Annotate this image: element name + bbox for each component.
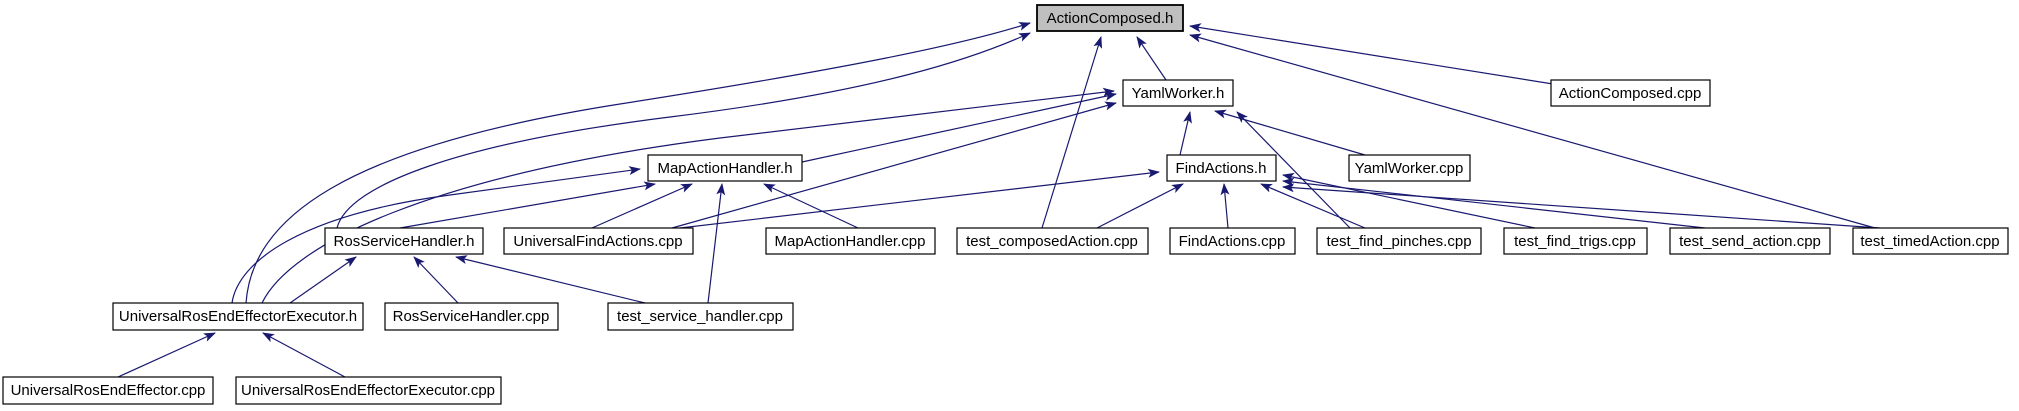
node-actioncomposed-cpp[interactable]: ActionComposed.cpp	[1550, 79, 1711, 107]
node-universalrosendeffectorexecutor-cpp[interactable]: UniversalRosEndEffectorExecutor.cpp	[235, 376, 502, 405]
node-mapactionhandler-cpp[interactable]: MapActionHandler.cpp	[765, 227, 936, 255]
edge-universalfindactions-cpp-to-findactions-h	[679, 168, 1160, 229]
node-label: FindActions.cpp	[1179, 233, 1286, 250]
node-label: UniversalRosEndEffectorExecutor.cpp	[241, 382, 495, 399]
edge-actioncomposed-cpp-to-actioncomposed-h	[1189, 23, 1554, 85]
edge-universalfindactions-cpp-to-yamlworker-h	[671, 101, 1117, 229]
node-label: UniversalRosEndEffector.cpp	[11, 382, 206, 399]
node-yamlworker-h[interactable]: YamlWorker.h	[1122, 79, 1234, 107]
node-label: RosServiceHandler.h	[334, 233, 475, 250]
node-label: test_find_pinches.cpp	[1326, 233, 1471, 250]
edge-universalfindactions-cpp-to-mapactionhandler-h	[591, 183, 693, 229]
node-label: RosServiceHandler.cpp	[393, 308, 550, 325]
node-actioncomposed-h[interactable]: ActionComposed.h	[1036, 4, 1184, 32]
node-label: MapActionHandler.cpp	[775, 233, 926, 250]
edge-test-find-pinches-cpp-to-yamlworker-h	[1236, 111, 1351, 229]
edge-rosservicehandler-h-to-actioncomposed-h	[336, 32, 1031, 229]
node-test-service-handler-cpp[interactable]: test_service_handler.cpp	[607, 302, 794, 331]
edge-rosservicehandler-h-to-mapactionhandler-h	[399, 181, 656, 229]
node-label: YamlWorker.h	[1132, 85, 1225, 102]
node-test-find-trigs-cpp[interactable]: test_find_trigs.cpp	[1503, 227, 1648, 255]
node-label: UniversalRosEndEffectorExecutor.h	[119, 308, 357, 325]
node-label: test_send_action.cpp	[1679, 233, 1821, 250]
edge-test-service-handler-cpp-to-mapactionhandler-h	[707, 183, 726, 304]
edge-test-timedaction-cpp-to-findactions-h	[1282, 183, 1881, 229]
edge-test-find-trigs-cpp-to-findactions-h	[1282, 172, 1536, 229]
edge-rosservicehandler-cpp-to-rosservicehandler-h	[413, 256, 459, 304]
node-mapactionhandler-h[interactable]: MapActionHandler.h	[647, 154, 803, 182]
node-test-find-pinches-cpp[interactable]: test_find_pinches.cpp	[1316, 227, 1482, 255]
node-label: MapActionHandler.h	[657, 160, 792, 177]
nodes: ActionComposed.h YamlWorker.h ActionComp…	[2, 4, 2009, 405]
node-findactions-cpp[interactable]: FindActions.cpp	[1169, 227, 1296, 255]
node-rosservicehandler-cpp[interactable]: RosServiceHandler.cpp	[384, 302, 559, 331]
node-label: YamlWorker.cpp	[1355, 160, 1464, 177]
node-universalrosendeffectorexecutor-h[interactable]: UniversalRosEndEffectorExecutor.h	[112, 302, 364, 331]
edge-test-composedaction-cpp-to-actioncomposed-h	[1041, 36, 1103, 229]
node-label: FindActions.h	[1176, 160, 1267, 177]
edge-universalrosendeffectorexecutor-h-to-yamlworker-h	[261, 87, 1115, 304]
node-test-composedaction-cpp[interactable]: test_composedAction.cpp	[956, 227, 1149, 255]
edge-universalrosendeffectorexecutor-h-to-mapactionhandler-h	[231, 166, 641, 304]
edge-test-composedaction-cpp-to-findactions-h	[1096, 183, 1184, 229]
edge-test-service-handler-cpp-to-rosservicehandler-h	[455, 255, 646, 304]
node-test-send-action-cpp[interactable]: test_send_action.cpp	[1669, 227, 1831, 255]
edge-universalrosendeffectorexecutor-cpp-to-universalrosendeffectorexecutor-h	[262, 332, 346, 378]
edge-yamlworker-h-to-actioncomposed-h	[1136, 36, 1167, 81]
node-label: UniversalFindActions.cpp	[513, 233, 682, 250]
edge-universalrosendeffectorexecutor-h-to-rosservicehandler-h	[289, 256, 357, 304]
edge-universalrosendeffector-cpp-to-universalrosendeffectorexecutor-h	[117, 332, 216, 378]
edge-test-find-pinches-cpp-to-findactions-h	[1260, 183, 1366, 229]
node-label: test_find_trigs.cpp	[1514, 233, 1636, 250]
node-label: ActionComposed.cpp	[1559, 85, 1702, 102]
edge-test-timedaction-cpp-to-actioncomposed-h	[1189, 33, 1876, 229]
edge-universalrosendeffectorexecutor-h-to-actioncomposed-h	[245, 22, 1031, 304]
edge-mapactionhandler-cpp-to-mapactionhandler-h	[763, 183, 859, 229]
node-rosservicehandler-h[interactable]: RosServiceHandler.h	[324, 227, 484, 255]
edge-test-send-action-cpp-to-findactions-h	[1282, 177, 1706, 229]
edges	[117, 22, 1881, 378]
node-label: ActionComposed.h	[1047, 10, 1174, 27]
edge-mapactionhandler-h-to-yamlworker-h	[801, 91, 1117, 163]
node-universalfindactions-cpp[interactable]: UniversalFindActions.cpp	[503, 227, 694, 255]
node-label: test_composedAction.cpp	[966, 233, 1138, 250]
node-universalrosendeffector-cpp[interactable]: UniversalRosEndEffector.cpp	[2, 376, 214, 405]
edge-findactions-h-to-yamlworker-h	[1179, 111, 1192, 156]
edge-yamlworker-cpp-to-yamlworker-h	[1214, 109, 1366, 156]
node-yamlworker-cpp[interactable]: YamlWorker.cpp	[1348, 154, 1471, 182]
node-label: test_timedAction.cpp	[1860, 233, 1999, 250]
node-label: test_service_handler.cpp	[617, 308, 783, 325]
node-test-timedaction-cpp[interactable]: test_timedAction.cpp	[1852, 227, 2009, 255]
node-findactions-h[interactable]: FindActions.h	[1166, 154, 1277, 182]
edge-findactions-cpp-to-findactions-h	[1220, 183, 1230, 229]
